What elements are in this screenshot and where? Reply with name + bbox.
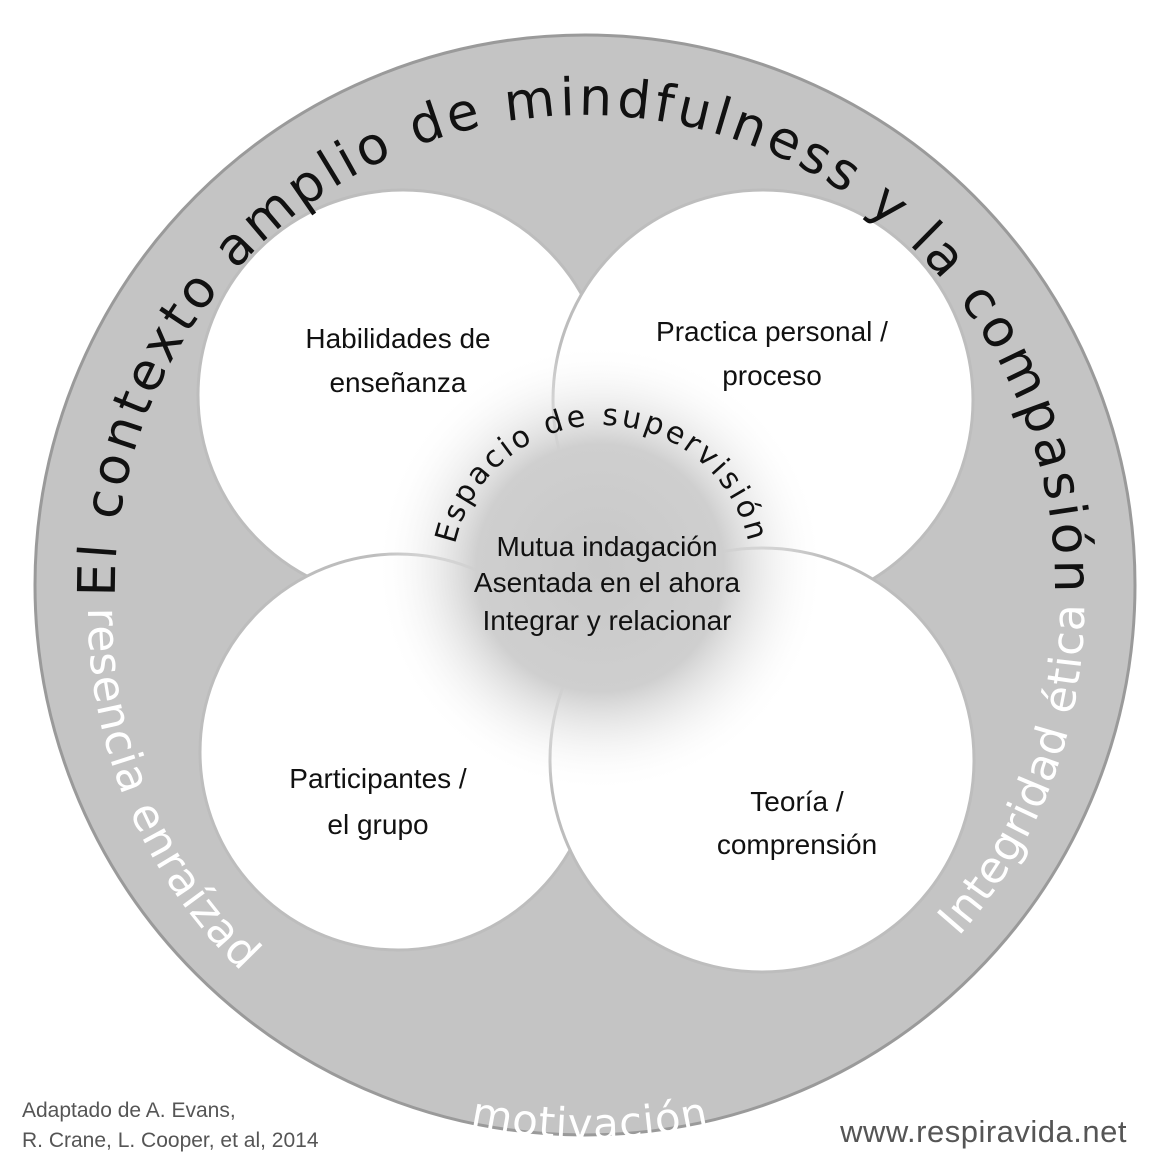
source-credit-line: R. Crane, L. Cooper, et al, 2014 xyxy=(22,1129,319,1152)
circle-label-bottom-left: el grupo xyxy=(327,809,428,840)
circle-label-top-right: proceso xyxy=(722,360,822,391)
circle-label-bottom-left: Participantes / xyxy=(289,763,467,794)
source-credit: Adaptado de A. Evans, R. Crane, L. Coope… xyxy=(22,1096,319,1156)
source-credit-line: Adaptado de A. Evans, xyxy=(22,1099,236,1122)
circle-label-bottom-right: comprensión xyxy=(717,829,877,860)
center-glow xyxy=(375,343,825,793)
center-lines: Mutua indagación Asentada en el ahora In… xyxy=(474,531,741,636)
circle-label-top-right: Practica personal / xyxy=(656,316,888,347)
center-line: Asentada en el ahora xyxy=(474,567,741,598)
website-credit: www.respiravida.net xyxy=(840,1114,1127,1149)
center-line: Mutua indagación xyxy=(496,531,717,562)
circle-label-bottom-right: Teoría / xyxy=(750,786,844,817)
circle-label-top-left: Habilidades de xyxy=(305,323,490,354)
center-line: Integrar y relacionar xyxy=(482,605,731,636)
circle-label-top-left: enseñanza xyxy=(329,367,466,398)
